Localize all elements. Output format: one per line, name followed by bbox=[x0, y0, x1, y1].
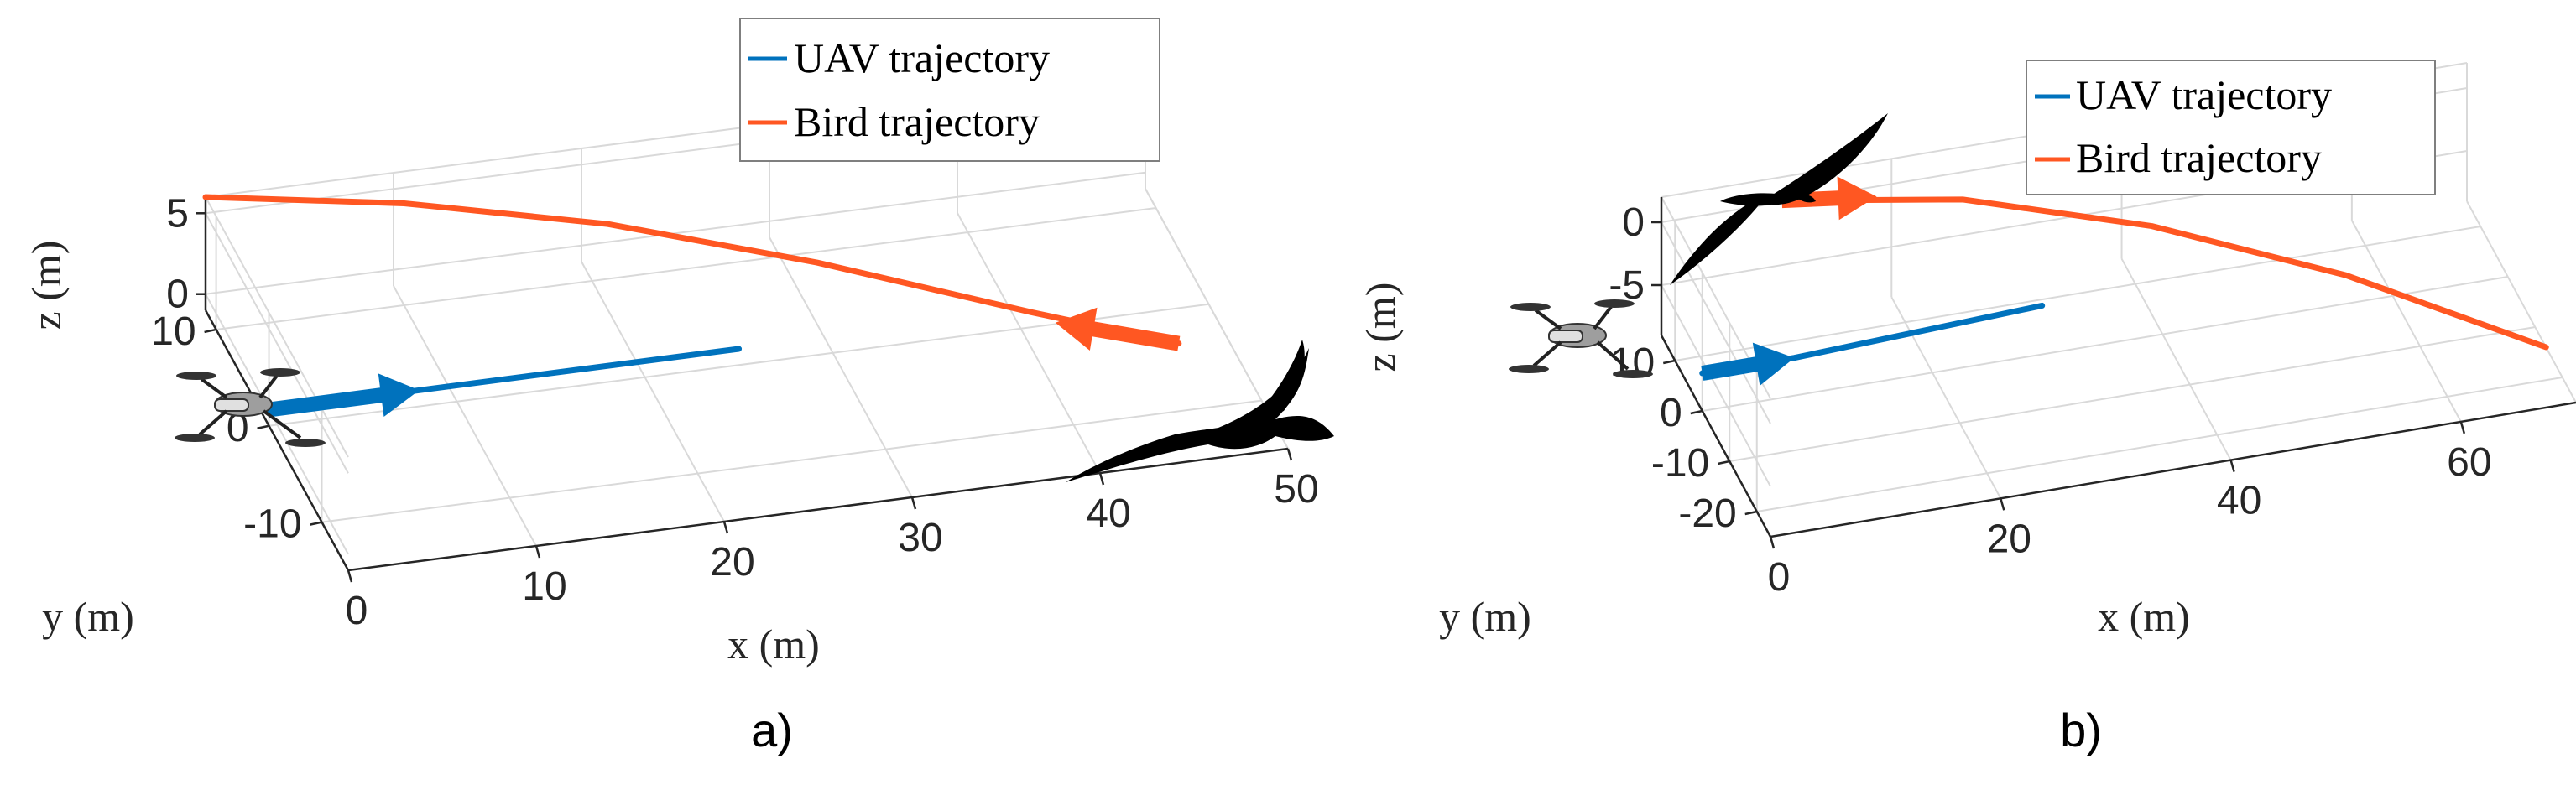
y-tick-label: -20 bbox=[1678, 491, 1736, 536]
z-tick-label: 0 bbox=[1622, 200, 1645, 245]
panel-b-legend: UAV trajectory Bird trajectory bbox=[2026, 60, 2436, 195]
drone-icon bbox=[175, 368, 326, 447]
gridline bbox=[216, 206, 1156, 330]
gridline bbox=[205, 171, 1146, 295]
x-tick-mark bbox=[2229, 460, 2235, 472]
bird-direction-arrow bbox=[1781, 176, 1877, 221]
gridline bbox=[1661, 221, 1771, 424]
y-tick-label: -10 bbox=[243, 502, 301, 547]
x-tick-mark bbox=[1286, 448, 1293, 461]
panel-a-xlabel: x (m) bbox=[727, 621, 820, 668]
uav-direction-arrow bbox=[268, 373, 420, 418]
x-tick-mark bbox=[1098, 472, 1105, 486]
x-tick-label: 20 bbox=[710, 540, 754, 585]
panel-b-legend-box bbox=[2026, 60, 2436, 195]
x-tick-label: 30 bbox=[898, 516, 942, 560]
x-axis-line bbox=[1770, 401, 2576, 538]
gridline bbox=[2120, 258, 2232, 461]
y-tick-label: -10 bbox=[1651, 441, 1709, 486]
y-tick-mark bbox=[1717, 460, 1730, 465]
y-tick-label: 0 bbox=[1660, 391, 1682, 435]
gridline bbox=[769, 236, 913, 498]
x-tick-mark bbox=[1769, 536, 1776, 549]
gridline bbox=[1675, 226, 2481, 361]
panel-b-caption: b) bbox=[2060, 704, 2102, 756]
x-tick-mark bbox=[534, 545, 541, 559]
gridline bbox=[1756, 377, 2563, 512]
gridline bbox=[205, 294, 349, 555]
y-tick-mark bbox=[257, 424, 269, 430]
y-tick-mark bbox=[1690, 409, 1703, 415]
panel-a-ylabel: y (m) bbox=[42, 593, 134, 640]
gridline bbox=[2466, 200, 2576, 403]
y-tick-mark bbox=[1744, 510, 1758, 516]
panel-b-legend-label-uav: UAV trajectory bbox=[2076, 71, 2332, 118]
gridline bbox=[269, 303, 1209, 427]
panel-a-caption: a) bbox=[751, 704, 793, 756]
x-axis-line bbox=[347, 447, 1289, 572]
panel-a-legend-box bbox=[739, 18, 1160, 162]
gridline bbox=[957, 212, 1101, 474]
series-line-bird-trajectory bbox=[1779, 196, 2549, 351]
panel-a-legend-label-uav: UAV trajectory bbox=[794, 34, 1050, 81]
gridline bbox=[581, 261, 725, 522]
x-tick-label: 0 bbox=[346, 589, 368, 633]
series-line-bird-trajectory bbox=[202, 194, 1182, 347]
y-tick-label: 10 bbox=[1610, 340, 1655, 385]
gridline bbox=[205, 212, 349, 474]
x-tick-mark bbox=[347, 569, 353, 583]
gridline bbox=[2350, 220, 2462, 423]
bird-icon bbox=[1066, 340, 1334, 482]
y-axis-line bbox=[204, 309, 350, 571]
y-tick-mark bbox=[310, 521, 322, 526]
gridline bbox=[393, 285, 537, 547]
y-axis-line bbox=[1660, 335, 1772, 538]
panel-b-legend-label-bird: Bird trajectory bbox=[2076, 134, 2322, 181]
panel-a-legend: UAV trajectory Bird trajectory bbox=[739, 18, 1160, 162]
panel-a-series bbox=[202, 194, 1182, 418]
x-tick-mark bbox=[2459, 421, 2466, 434]
panel-b-xlabel: x (m) bbox=[2098, 593, 2190, 640]
x-tick-mark bbox=[722, 521, 729, 534]
panel-b-ylabel: y (m) bbox=[1439, 593, 1531, 640]
x-tick-label: 60 bbox=[2447, 440, 2491, 485]
gridline bbox=[1702, 276, 2508, 412]
x-tick-mark bbox=[910, 496, 917, 510]
z-tick-label: 0 bbox=[166, 273, 189, 317]
x-tick-label: 0 bbox=[1768, 555, 1791, 600]
x-tick-label: 20 bbox=[1987, 517, 2031, 561]
bird-direction-arrow bbox=[1055, 307, 1181, 351]
y-tick-mark bbox=[204, 328, 216, 334]
gridline bbox=[1661, 284, 1771, 487]
panel-b-zlabel: z (m) bbox=[1357, 283, 1404, 372]
gridline bbox=[205, 196, 349, 458]
gridline bbox=[321, 399, 1262, 523]
panel-b-axes bbox=[1651, 197, 2576, 549]
bird-icon bbox=[1670, 113, 1888, 285]
uav-direction-arrow bbox=[1701, 342, 1795, 386]
x-tick-label: 50 bbox=[1274, 467, 1318, 512]
x-tick-label: 10 bbox=[522, 564, 566, 609]
z-tick-label: 5 bbox=[166, 191, 189, 236]
y-tick-mark bbox=[1662, 359, 1676, 365]
panel-b-series bbox=[1699, 176, 2549, 386]
gridline bbox=[1729, 326, 2536, 462]
panel-a-legend-label-bird: Bird trajectory bbox=[794, 98, 1040, 145]
x-tick-label: 40 bbox=[1086, 491, 1130, 536]
panel-a-axes bbox=[196, 197, 1293, 583]
y-tick-label: 10 bbox=[151, 309, 196, 354]
panel-a-zlabel: z (m) bbox=[23, 241, 70, 330]
drone-icon bbox=[1509, 299, 1653, 378]
x-tick-mark bbox=[2000, 497, 2005, 511]
x-tick-label: 40 bbox=[2217, 479, 2261, 523]
